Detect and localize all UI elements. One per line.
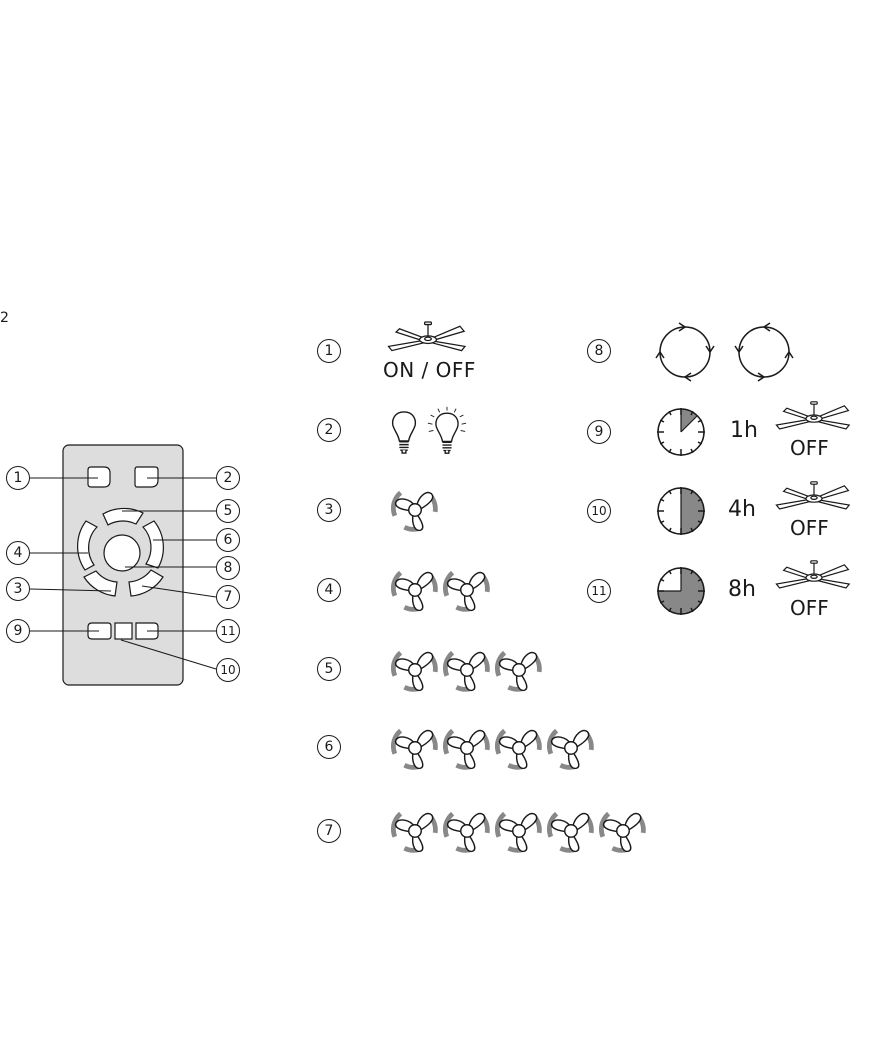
remote-callout-3: 3 <box>6 577 30 601</box>
fan-speed-icon <box>599 806 647 854</box>
fan-speed-icon <box>391 723 439 771</box>
timer-off-label: OFF <box>790 516 829 540</box>
fan-speed-icon <box>547 723 595 771</box>
remote-callout-2: 2 <box>216 466 240 490</box>
legend-number-5: 5 <box>317 657 341 681</box>
remote-callout-7: 7 <box>216 585 240 609</box>
legend-number-9: 9 <box>587 420 611 444</box>
rotation-clockwise-icon <box>655 322 715 382</box>
remote-callout-4: 4 <box>6 541 30 565</box>
fan-speed-icon <box>391 565 439 613</box>
fan-speed-icon <box>495 806 543 854</box>
remote-button-speed-3 <box>83 570 118 597</box>
fan-speed-icon <box>443 806 491 854</box>
timer-hours-label: 4h <box>728 497 756 522</box>
remote-callout-5: 5 <box>216 499 240 523</box>
fan-speed-icon <box>443 565 491 613</box>
timer-clock-icon <box>656 486 706 536</box>
remote-button-speed-6 <box>142 520 164 569</box>
fan-speed-icon <box>391 645 439 693</box>
timer-hours-label: 1h <box>730 418 758 443</box>
ceiling-fan-icon <box>386 318 470 358</box>
timer-clock-icon <box>656 566 706 616</box>
remote-button-timer-4h <box>114 622 133 640</box>
legend-number-1: 1 <box>317 339 341 363</box>
fan-speed-icon <box>495 645 543 693</box>
fan-speed-icon <box>443 723 491 771</box>
remote-button-speed-5 <box>102 507 144 526</box>
timer-clock-icon <box>656 407 706 457</box>
legend-number-11: 11 <box>587 579 611 603</box>
remote-callout-1: 1 <box>6 466 30 490</box>
legend-number-10: 10 <box>587 499 611 523</box>
fan-speed-icon <box>443 645 491 693</box>
remote-callout-9: 9 <box>6 619 30 643</box>
timer-off-label: OFF <box>790 596 829 620</box>
light-bulb-on-icon <box>427 405 467 456</box>
remote-callout-11: 11 <box>216 619 240 643</box>
legend-number-2: 2 <box>317 418 341 442</box>
remote-callout-6: 6 <box>216 528 240 552</box>
remote-button-speed-4 <box>77 520 98 571</box>
ceiling-fan-icon <box>774 398 854 436</box>
legend-number-6: 6 <box>317 735 341 759</box>
on-off-label: ON / OFF <box>383 358 476 382</box>
remote-callout-10: 10 <box>216 658 240 682</box>
fan-speed-icon <box>391 806 439 854</box>
page-number: 2 <box>0 310 9 326</box>
legend-number-8: 8 <box>587 339 611 363</box>
ceiling-fan-icon <box>774 557 854 595</box>
ceiling-fan-icon <box>774 478 854 516</box>
remote-button-direction <box>103 534 141 572</box>
remote-button-speed-7 <box>128 569 164 597</box>
timer-hours-label: 8h <box>728 577 756 602</box>
fan-speed-icon <box>391 485 439 533</box>
timer-off-label: OFF <box>790 436 829 460</box>
remote-diagram <box>29 444 217 686</box>
light-bulb-off-icon <box>390 409 418 456</box>
legend-number-4: 4 <box>317 578 341 602</box>
fan-speed-icon <box>547 806 595 854</box>
fan-speed-icon <box>495 723 543 771</box>
remote-button-timer-1h <box>87 622 112 640</box>
timer-fill <box>681 488 704 534</box>
remote-callout-8: 8 <box>216 556 240 580</box>
remote-button-light <box>134 466 159 488</box>
legend-number-3: 3 <box>317 498 341 522</box>
legend-number-7: 7 <box>317 819 341 843</box>
remote-button-power <box>87 466 111 488</box>
timer-fill <box>681 409 698 432</box>
rotation-counterclockwise-icon <box>734 322 794 382</box>
